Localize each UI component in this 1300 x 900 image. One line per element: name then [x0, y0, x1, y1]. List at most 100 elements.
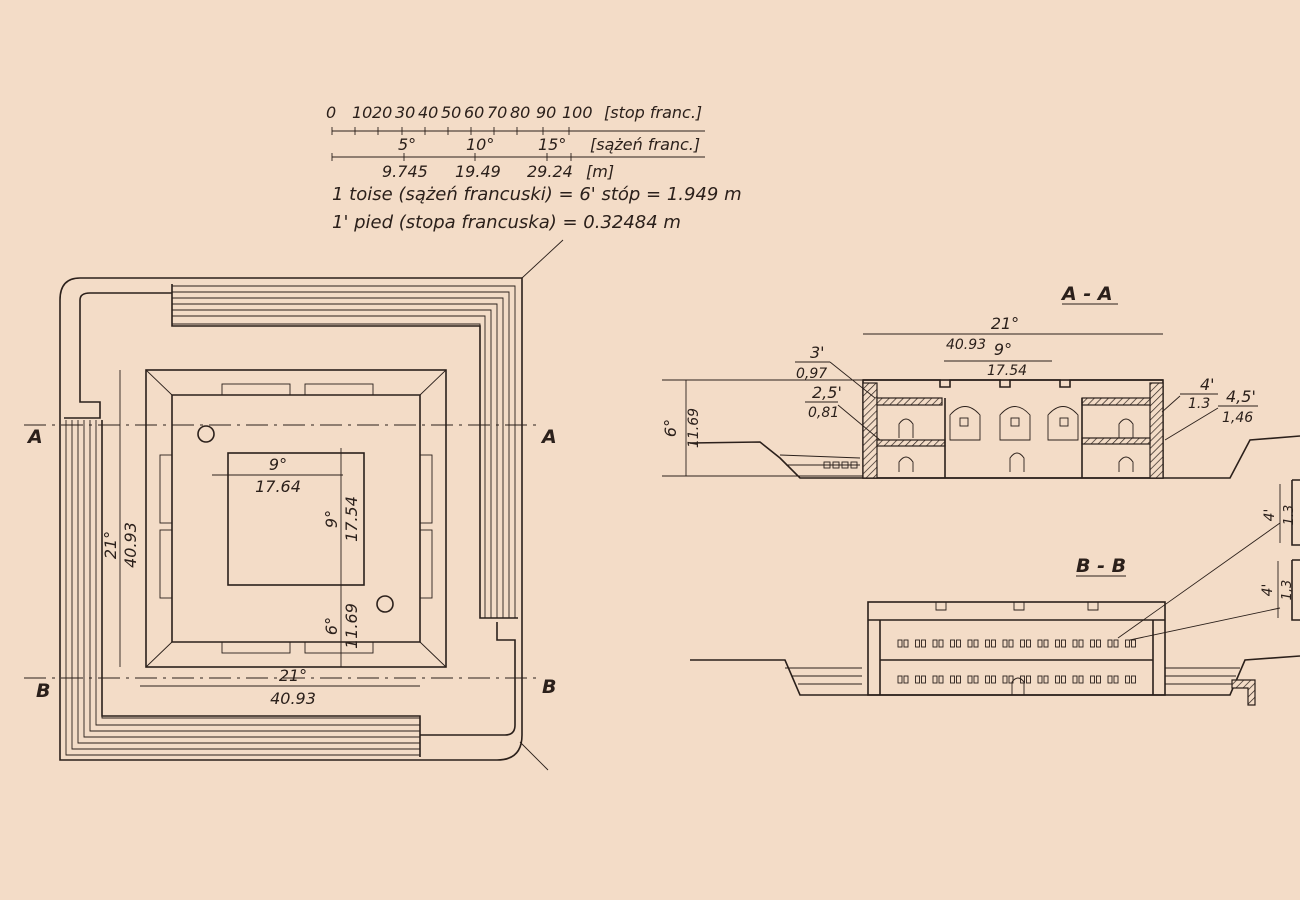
- bb-window: [950, 675, 955, 684]
- well-circle: [376, 595, 394, 613]
- bb-window: [1008, 675, 1014, 684]
- toise-tick: 15°: [538, 135, 566, 154]
- bb-window: [1078, 639, 1084, 648]
- bb-window: [897, 639, 903, 648]
- bb-window: [1037, 675, 1043, 684]
- aa-overall-m: 40.93: [946, 337, 986, 353]
- section-bb-title: B - B: [1076, 555, 1126, 577]
- feet-tick: 40: [418, 103, 438, 122]
- section-aa: A - A 21° 40.93 9° 17.54 6° 11.69 3: [661, 283, 1300, 479]
- bb-window: [956, 675, 961, 684]
- bb-window: [973, 639, 979, 648]
- bb-window: [956, 639, 961, 648]
- aa-right-wall-ft: 4': [1200, 375, 1215, 394]
- bb-window: [1020, 675, 1025, 684]
- bb-window: [932, 675, 938, 684]
- section-aa-title: A - A: [1060, 283, 1113, 305]
- bb-window: [1096, 639, 1101, 648]
- section-a-label: A: [540, 426, 557, 448]
- aa-right-wall-m: 1.3: [1188, 396, 1210, 412]
- feet-tick: 70: [487, 103, 507, 122]
- toise-tick: 5°: [398, 135, 416, 154]
- bb-window: [1061, 639, 1066, 648]
- feet-scale-ticks: [331, 127, 570, 135]
- bb-building: [867, 601, 1166, 696]
- aa-right-base-m: 1,46: [1222, 410, 1253, 426]
- bb-window: [973, 675, 979, 684]
- bb-window: [1090, 639, 1095, 648]
- well-circle: [197, 425, 215, 443]
- bb-window: [1125, 675, 1130, 684]
- bb-window: [1131, 675, 1136, 684]
- bb-window: [1055, 675, 1060, 684]
- bb-window: [1078, 675, 1084, 684]
- court-height-m: 17.54: [342, 496, 361, 542]
- bb-window: [1107, 639, 1113, 648]
- court-width-toise: 9°: [269, 455, 287, 474]
- feet-tick: 30: [395, 103, 415, 122]
- bb-window: [921, 639, 926, 648]
- bb-window: [1055, 639, 1060, 648]
- aa-court-toise: 9°: [994, 340, 1012, 359]
- offset-toise: 6°: [322, 617, 341, 635]
- outer-rampart: [59, 277, 523, 761]
- aa-height-m: 11.69: [686, 408, 702, 448]
- bb-window: [985, 639, 990, 648]
- bb-window: [1008, 639, 1014, 648]
- bb-window: [938, 675, 944, 684]
- meter-tick: 19.49: [455, 162, 501, 181]
- aa-wall-top-m: 0,97: [796, 366, 827, 382]
- bb-window: [1037, 639, 1043, 648]
- section-a-label: A: [26, 426, 43, 448]
- meter-tick: 29.24: [527, 162, 573, 181]
- bb-windows: [897, 639, 1136, 684]
- bb-window: [1020, 639, 1025, 648]
- bb-window: [1090, 675, 1095, 684]
- bb-window: [897, 675, 903, 684]
- plan-bottom-toise: 21°: [279, 666, 307, 685]
- bb-window: [932, 639, 938, 648]
- feet-tick: 10: [352, 103, 372, 122]
- offset-m: 11.69: [342, 603, 361, 649]
- feet-tick: 100: [562, 103, 593, 122]
- bb-window: [938, 639, 944, 648]
- plan-overall-m: 40.93: [121, 522, 140, 568]
- aa-wall-top-ft: 3': [810, 343, 825, 362]
- bb-window: [985, 675, 990, 684]
- bb-upper-m: 1.3: [1282, 505, 1297, 526]
- toise-definition: 1 toise (sążeń francuski) = 6' stóp = 1.…: [332, 184, 742, 205]
- aa-building: [862, 379, 1164, 479]
- bb-window: [950, 639, 955, 648]
- pied-definition: 1' pied (stopa francuska) = 0.32484 m: [332, 212, 681, 233]
- aa-height-toise: 6°: [661, 419, 680, 437]
- feet-tick: 50: [441, 103, 461, 122]
- bb-window: [1072, 675, 1078, 684]
- bb-window: [1113, 639, 1119, 648]
- section-b-label: B: [542, 676, 556, 698]
- bb-window: [1026, 675, 1031, 684]
- meter-unit: [m]: [586, 162, 614, 181]
- feet-unit: [stop franc.]: [604, 103, 702, 122]
- bb-window: [1043, 639, 1049, 648]
- section-bb: B - B 4' 1.3 4' 1,3: [690, 479, 1300, 706]
- bb-window: [1125, 639, 1130, 648]
- bb-window: [1002, 675, 1008, 684]
- terraced-slopes: [65, 285, 516, 756]
- court-width-m: 17.64: [255, 477, 301, 496]
- bb-window: [1131, 639, 1136, 648]
- scale-bar: 0 10 20 30 40 50 60 70 80 90 100 [stop f…: [326, 103, 742, 279]
- bb-window: [991, 675, 996, 684]
- aa-court-m: 17.54: [987, 363, 1027, 379]
- feet-tick-labels: 0 10 20 30 40 50 60 70 80 90 100: [326, 103, 593, 122]
- bb-window: [967, 675, 973, 684]
- plan-bottom-m: 40.93: [270, 689, 316, 708]
- court-height-toise: 9°: [322, 510, 341, 528]
- toise-unit: [sążeń franc.]: [590, 135, 700, 154]
- bb-window: [991, 639, 996, 648]
- fort-inner-wall: [171, 394, 421, 643]
- courtyard: [227, 452, 365, 586]
- aa-overall-toise: 21°: [991, 314, 1019, 333]
- bb-window: [1061, 675, 1066, 684]
- bb-lower-ft: 4': [1260, 584, 1276, 597]
